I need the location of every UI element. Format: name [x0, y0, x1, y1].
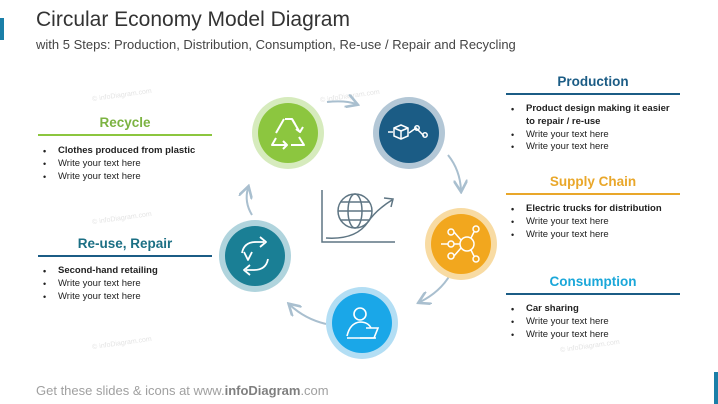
- list-item: Write your text here: [506, 216, 680, 229]
- supply-chain-divider: [506, 193, 680, 195]
- flow-arrows: [247, 101, 461, 325]
- left-accent-bar: [0, 18, 4, 40]
- reuse-repair-circle[interactable]: [219, 220, 291, 292]
- production-list: Product design making it easier to repai…: [506, 103, 680, 154]
- consumption-circle[interactable]: [326, 287, 398, 359]
- footer-suffix: .com: [300, 383, 329, 398]
- page-title: Circular Economy Model Diagram: [36, 8, 350, 31]
- recycle-title: Recycle: [99, 115, 151, 130]
- footer-prefix: Get these slides & icons at www.: [36, 383, 225, 398]
- refresh-arrows-icon: [241, 236, 269, 276]
- page-subtitle: with 5 Steps: Production, Distribution, …: [36, 37, 516, 52]
- production-title: Production: [557, 74, 629, 89]
- recycle-icon: [271, 118, 305, 150]
- arrow-reuse-to-recycle: [247, 188, 252, 216]
- footer: Get these slides & icons at www.infoDiag…: [36, 383, 329, 398]
- production-divider: [506, 93, 680, 95]
- list-item: Write your text here: [506, 329, 680, 342]
- distribution-network-icon: [441, 225, 480, 263]
- production-circle[interactable]: [373, 97, 445, 169]
- list-item: Write your text here: [38, 278, 212, 291]
- recycle-panel: Recycle Clothes produced from plastic Wr…: [38, 115, 212, 183]
- supply-chain-list: Electric trucks for distribution Write y…: [506, 203, 680, 241]
- list-item: Write your text here: [506, 316, 680, 329]
- supply-chain-panel: Supply Chain Electric trucks for distrib…: [506, 174, 680, 241]
- list-item: Write your text here: [38, 171, 212, 184]
- reuse-repair-panel: Re-use, Repair Second-hand retailing Wri…: [38, 236, 212, 303]
- supply-chain-circle[interactable]: [425, 208, 497, 280]
- consumption-title: Consumption: [549, 274, 637, 289]
- list-item: Write your text here: [38, 291, 212, 304]
- reuse-repair-divider: [38, 255, 212, 257]
- person-laptop-icon: [346, 307, 380, 339]
- list-item-continuation: to repair / re-use: [526, 115, 601, 127]
- factory-process-icon: [388, 124, 428, 140]
- right-accent-bar: [714, 372, 718, 404]
- consumption-divider: [506, 293, 680, 295]
- list-item: Write your text here: [506, 129, 680, 142]
- recycle-divider: [38, 134, 212, 136]
- consumption-list: Car sharing Write your text here Write y…: [506, 303, 680, 341]
- list-item: Second-hand retailing: [38, 265, 212, 278]
- supply-chain-title: Supply Chain: [549, 174, 637, 189]
- reuse-repair-list: Second-hand retailing Write your text he…: [38, 265, 212, 303]
- list-item: Write your text here: [506, 141, 680, 154]
- list-item: Car sharing: [506, 303, 680, 316]
- arrow-production-to-supply: [447, 154, 461, 190]
- list-item: Product design making it easier: [506, 103, 680, 116]
- list-item: Clothes produced from plastic: [38, 145, 212, 158]
- arrow-recycle-to-production: [326, 101, 356, 104]
- list-item: Electric trucks for distribution: [506, 203, 680, 216]
- list-item: Write your text here: [38, 158, 212, 171]
- production-panel: Production Product design making it easi…: [506, 74, 680, 154]
- arrow-consumption-to-reuse: [290, 305, 327, 325]
- reuse-repair-title: Re-use, Repair: [77, 236, 173, 251]
- arrow-supply-to-consumption: [420, 274, 451, 302]
- recycle-circle[interactable]: [252, 97, 324, 169]
- globe-growth-chart-icon: [321, 190, 395, 243]
- list-item: Write your text here: [506, 229, 680, 242]
- consumption-panel: Consumption Car sharing Write your text …: [506, 274, 680, 341]
- footer-brand: infoDiagram: [224, 383, 301, 398]
- recycle-list: Clothes produced from plastic Write your…: [38, 145, 212, 183]
